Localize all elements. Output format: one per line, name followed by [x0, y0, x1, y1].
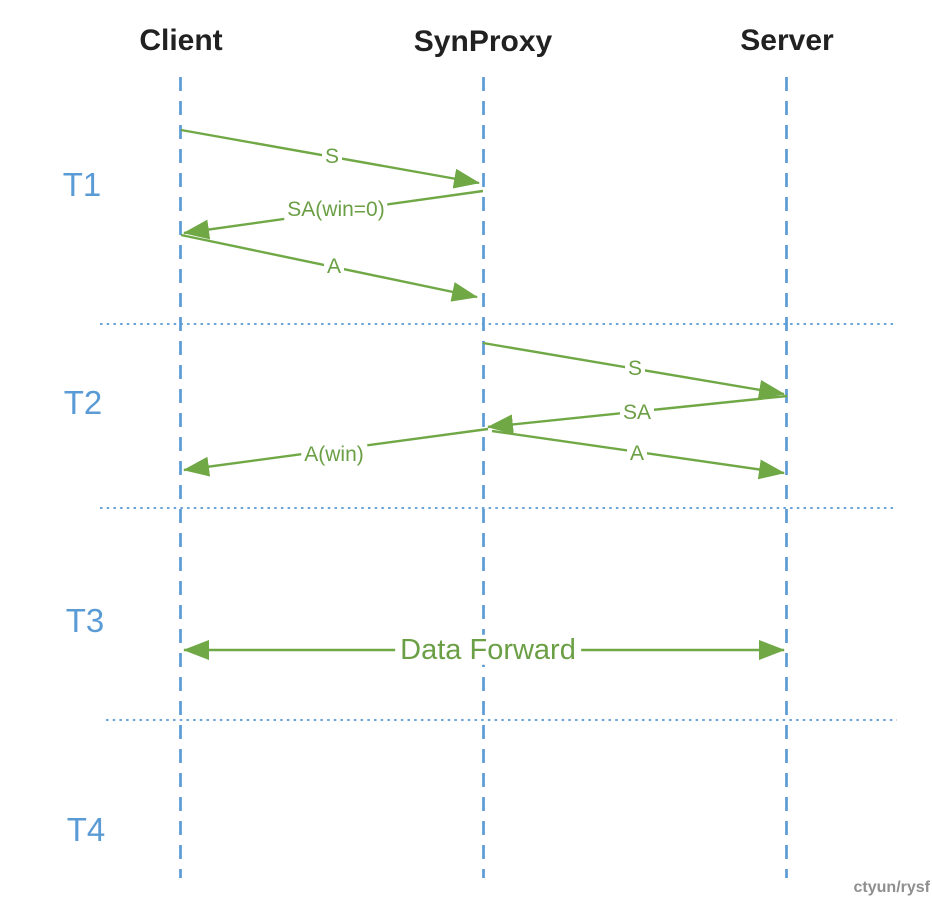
phase-label-t1: T1	[62, 166, 102, 203]
phase-label-t2: T2	[63, 384, 103, 421]
msg-label-t1-synack: SA(win=0)	[284, 198, 388, 222]
msg-label-t3-data-forward: Data Forward	[395, 634, 581, 665]
msg-label-t1-syn: S	[321, 145, 343, 169]
lifelines	[179, 77, 788, 878]
msg-label-t2-ack: A	[626, 442, 648, 466]
msg-label-t2-syn: S	[624, 357, 646, 381]
phase-label-t4: T4	[66, 811, 106, 848]
msg-label-t2-synack: SA	[619, 401, 655, 425]
actor-label-server: Server	[740, 24, 834, 57]
phase-separators	[100, 323, 897, 721]
actor-label-synproxy: SynProxy	[413, 25, 553, 58]
actor-label-client: Client	[139, 24, 223, 57]
msg-label-t2-ack-win: A(win)	[301, 443, 367, 467]
phase-label-t3: T3	[65, 602, 105, 639]
watermark: ctyun/rysf	[853, 879, 930, 896]
msg-label-t1-ack: A	[323, 255, 345, 279]
